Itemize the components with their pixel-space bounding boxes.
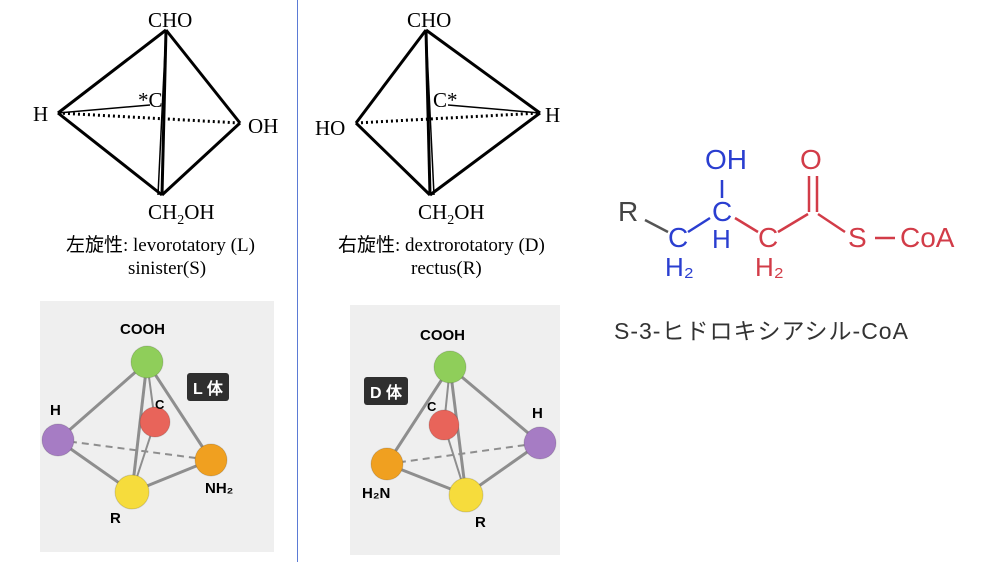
bond-c2-c3 (734, 216, 759, 234)
bond (449, 365, 541, 445)
right-model-bottom-label: R (475, 514, 486, 531)
molecule-h2-first: H₂ (665, 252, 694, 282)
left-caption-line1: 左旋性: levorotatory (L) (66, 235, 255, 256)
right-right-label: H (545, 103, 561, 127)
left-left-label: H (33, 102, 49, 126)
bond (130, 361, 149, 493)
edge-thin (425, 29, 435, 196)
left-bottom-label: CH2OH (148, 200, 215, 229)
edge-dotted (355, 111, 541, 125)
right-center-ball (428, 409, 460, 441)
bond (385, 366, 452, 465)
left-model-right-label: NH₂ (205, 480, 234, 497)
bond (386, 442, 541, 465)
right-bottom-ball (448, 477, 484, 513)
edge (57, 111, 163, 197)
molecule-h: H (712, 224, 731, 254)
edge-thin (157, 29, 167, 196)
right-top-ball (433, 350, 467, 384)
molecule-caption: S-3-ヒドロキシアシル-CoA (614, 318, 909, 344)
edge (164, 29, 242, 124)
left-caption-line2: sinister(S) (128, 258, 207, 279)
edge (354, 121, 432, 197)
molecule-r: R (618, 196, 639, 227)
right-model-center-label: C (427, 399, 437, 414)
bond-r-c1 (644, 218, 669, 234)
left-center-ball (139, 406, 171, 438)
left-right-label: OH (248, 114, 279, 138)
right-center-label: C* (433, 88, 458, 112)
bond (57, 439, 212, 461)
left-model-bottom-label: R (110, 510, 121, 527)
left-top-label: CHO (148, 8, 193, 32)
edge (425, 28, 541, 115)
right-model-right-label: H (532, 405, 543, 422)
molecule-h2-second: H₂ (755, 252, 784, 282)
left-left-ball (41, 423, 75, 457)
left-center-label: *C (138, 88, 163, 112)
right-model-top-label: COOH (420, 327, 465, 344)
molecule-oh: OH (705, 144, 747, 175)
bond-c4-s (817, 212, 846, 234)
molecule-c3: C (758, 222, 779, 253)
left-model-top-label: COOH (120, 321, 165, 338)
right-left-ball (370, 447, 404, 481)
right-bottom-label: CH2OH (418, 200, 485, 229)
right-left-label: HO (315, 116, 346, 140)
molecule-s: S (848, 222, 867, 253)
bond (145, 361, 213, 461)
edge-dotted (57, 111, 241, 125)
edge (57, 28, 167, 115)
right-caption-line2: rectus(R) (411, 258, 482, 279)
edge-thin (447, 104, 541, 114)
left-model-center-label: C (155, 397, 165, 412)
right-top-label: CHO (407, 8, 452, 32)
edge (354, 29, 428, 124)
right-caption-line1: 右旋性: dextrorotatory (D) (338, 235, 545, 256)
edge (160, 121, 242, 197)
divider-line (297, 0, 298, 562)
bond-c1-c2 (687, 216, 711, 234)
right-right-ball (523, 426, 557, 460)
bond-c3-c4 (777, 212, 809, 234)
molecule-o: O (800, 144, 822, 175)
right-model-badge: D 体 (364, 377, 409, 405)
left-right-ball (194, 443, 228, 477)
left-bottom-ball (114, 474, 150, 510)
bond (448, 366, 468, 496)
edge-thin (57, 104, 151, 114)
left-model-badge: L 体 (187, 373, 229, 401)
left-model-left-label: H (50, 402, 61, 419)
right-model-left-label: H₂N (362, 485, 391, 502)
molecule-c1: C (668, 222, 689, 253)
left-top-ball (130, 345, 164, 379)
edge (429, 111, 541, 197)
molecule-c2: C (712, 196, 733, 227)
molecule-coa: CoA (900, 222, 955, 253)
bond (57, 360, 148, 442)
